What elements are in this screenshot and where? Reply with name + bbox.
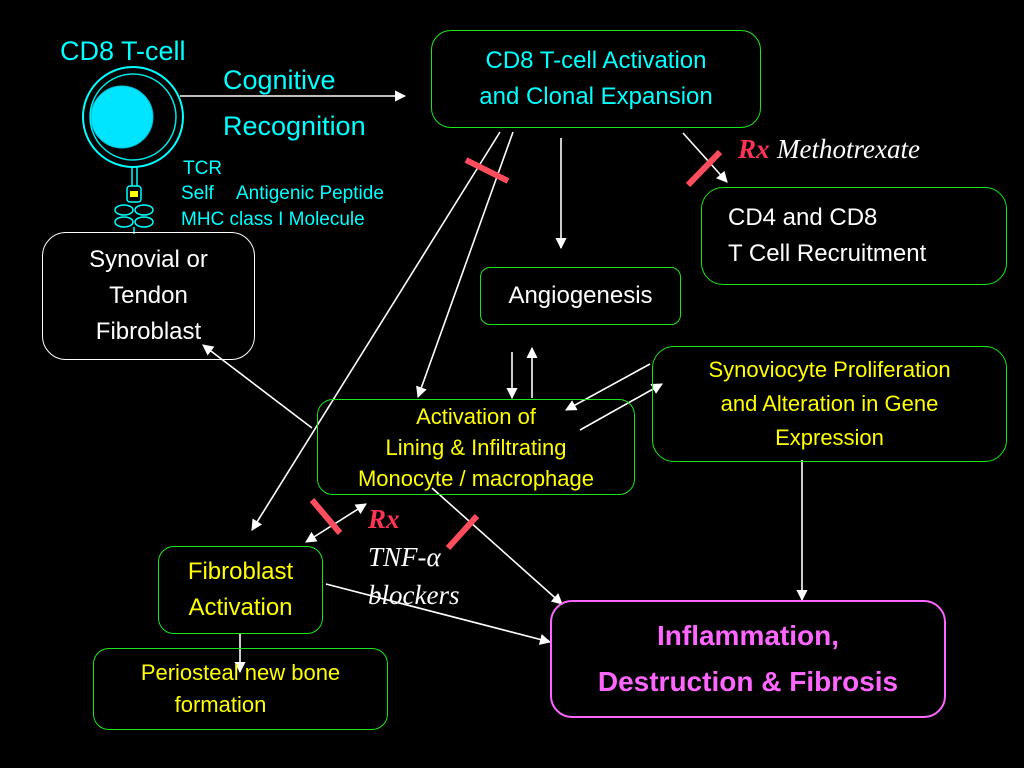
peptide-label: Antigenic Peptide bbox=[236, 183, 384, 204]
cognitive-line1: Cognitive bbox=[223, 65, 336, 95]
node-t-cell-recruitment: CD4 and CD8 T Cell Recruitment bbox=[701, 187, 1007, 285]
node-monocyte-activation: Activation of Lining & Infiltrating Mono… bbox=[317, 399, 635, 495]
synovial-line2: Tendon bbox=[109, 282, 188, 309]
activation-line2: and Clonal Expansion bbox=[479, 83, 713, 110]
fibroblast-line1: Fibroblast bbox=[187, 558, 294, 585]
recruitment-line1: CD4 and CD8 bbox=[728, 204, 878, 231]
angiogenesis-label: Angiogenesis bbox=[508, 282, 653, 309]
fibroblast-line2: Activation bbox=[188, 594, 293, 621]
periosteal-line2: formation bbox=[174, 692, 267, 717]
synoviocyte-line1: Synoviocyte Proliferation bbox=[708, 357, 951, 382]
periosteal-line1: Periosteal new bone bbox=[140, 660, 341, 685]
block-mark-methotrexate bbox=[685, 149, 723, 188]
synovial-line3: Fibroblast bbox=[95, 318, 202, 345]
rx-tnf-blockers: Rx TNF-α blockers bbox=[368, 500, 459, 614]
activation-line1: CD8 T-cell Activation bbox=[485, 47, 707, 74]
monocyte-line3: Monocyte / macrophage bbox=[357, 465, 595, 491]
rx-methotrexate: Rx Methotrexate bbox=[738, 134, 920, 165]
tnf-alpha-label: TNF-α bbox=[368, 542, 441, 572]
synovial-line1: Synovial or bbox=[89, 246, 208, 273]
synoviocyte-line3: Expression bbox=[775, 425, 884, 450]
node-synoviocyte-proliferation: Synoviocyte Proliferation and Alteration… bbox=[652, 346, 1007, 462]
arrow-fibroblast-inflammation bbox=[325, 583, 552, 645]
arrow-synoviocyte-monocyte bbox=[565, 363, 651, 411]
cognitive-line2: Recognition bbox=[223, 111, 366, 141]
tcr-label: TCR bbox=[183, 158, 223, 179]
inflammation-line1: Inflammation, bbox=[656, 620, 839, 651]
node-fibroblast-activation: Fibroblast Activation bbox=[158, 546, 323, 634]
self-label: Self bbox=[181, 183, 214, 204]
arrow-activation-recruitment bbox=[682, 132, 728, 183]
mhc-label: MHC class I Molecule bbox=[181, 209, 365, 230]
monocyte-line1: Activation of bbox=[416, 403, 536, 429]
synoviocyte-line2: and Alteration in Gene bbox=[720, 391, 939, 416]
arrow-monocyte-inflammation bbox=[431, 487, 563, 605]
block-mark-tnf bbox=[445, 513, 480, 551]
blockers-label: blockers bbox=[368, 580, 460, 610]
cell-title: CD8 T-cell bbox=[60, 36, 186, 66]
rx-label-methotrexate: Rx bbox=[738, 134, 770, 164]
node-synovial-fibroblast: Synovial or Tendon Fibroblast bbox=[42, 232, 255, 360]
arrow-monocyte-synovial bbox=[202, 344, 313, 429]
block-mark-activation bbox=[464, 157, 510, 184]
arrow-activation-monocyte bbox=[416, 131, 514, 399]
block-mark-fibroblast-link bbox=[309, 498, 343, 535]
recruitment-line2: T Cell Recruitment bbox=[728, 240, 927, 267]
node-inflammation: Inflammation, Destruction & Fibrosis bbox=[550, 600, 946, 718]
inflammation-line2: Destruction & Fibrosis bbox=[597, 666, 899, 697]
tcr-mhc-icon bbox=[114, 167, 154, 234]
arrow-monocyte-fibroblast bbox=[305, 503, 367, 543]
node-cd8-activation: CD8 T-cell Activation and Clonal Expansi… bbox=[431, 30, 761, 128]
cognitive-recognition-label: Cognitive Recognition bbox=[223, 57, 366, 149]
methotrexate-label: Methotrexate bbox=[777, 134, 920, 164]
rx-label-tnf: Rx bbox=[368, 504, 400, 534]
node-periosteal-bone: Periosteal new bone formation bbox=[93, 648, 388, 730]
cd8-t-cell-icon bbox=[82, 66, 184, 168]
monocyte-line2: Lining & Infiltrating bbox=[385, 434, 567, 460]
node-angiogenesis: Angiogenesis bbox=[480, 267, 681, 325]
arrow-activation-fibroblast bbox=[251, 131, 501, 531]
